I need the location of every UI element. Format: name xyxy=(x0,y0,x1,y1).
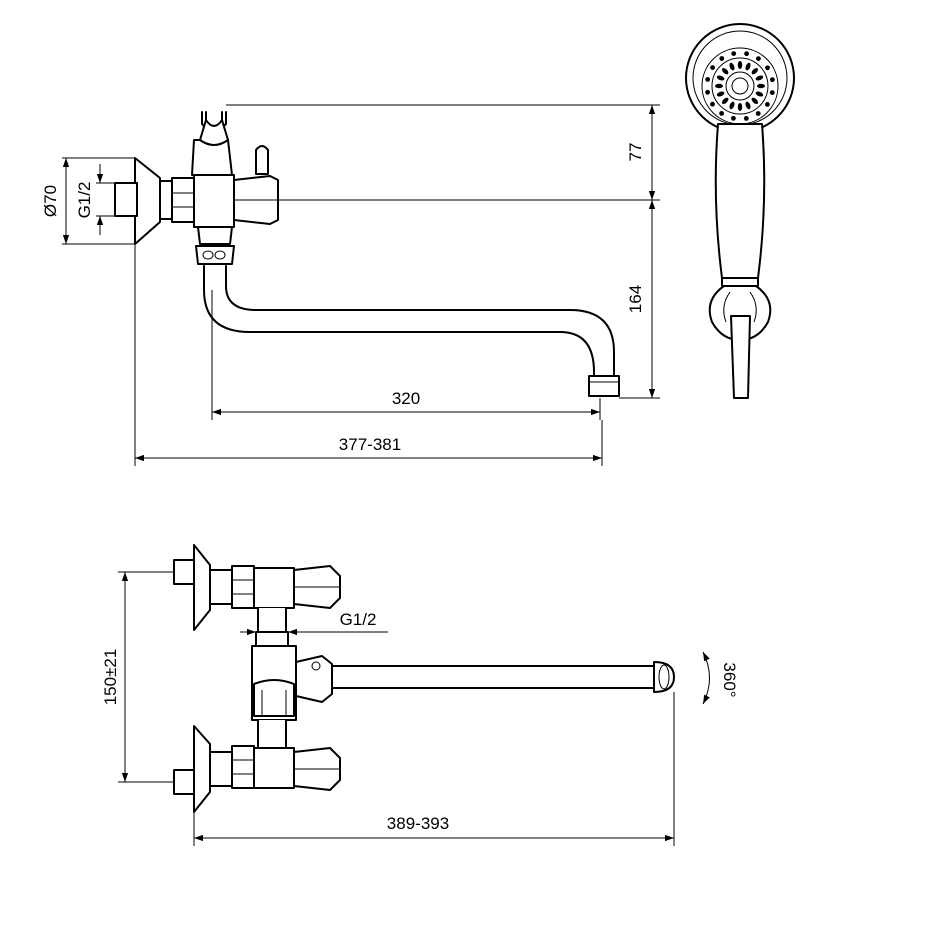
spray-nozzle xyxy=(745,101,751,110)
spray-nozzle xyxy=(769,90,775,95)
spray-nozzle xyxy=(743,116,749,121)
spray-nozzle xyxy=(705,77,711,82)
spray-nozzle xyxy=(716,75,725,81)
spray-nozzle xyxy=(751,67,759,75)
hand-shower xyxy=(685,23,795,399)
spray-nozzle xyxy=(716,91,725,97)
shower-head xyxy=(685,23,795,133)
side-view: Ø70 G1/2 77 164 320 377-381 xyxy=(41,104,660,466)
spray-nozzle xyxy=(729,62,735,71)
top-dimension-lines xyxy=(118,571,675,846)
total-length-label: 377-381 xyxy=(339,435,401,454)
spray-nozzle xyxy=(719,111,724,116)
spray-nozzle xyxy=(744,51,749,57)
spray-nozzle xyxy=(737,103,743,111)
spray-nozzle xyxy=(756,56,761,61)
spray-nozzle xyxy=(765,65,770,71)
spray-nozzle xyxy=(745,62,751,71)
spout xyxy=(203,265,620,397)
valve-handle xyxy=(233,145,279,225)
spray-nozzle xyxy=(715,83,723,89)
spray-nozzle xyxy=(770,77,775,83)
mixer-body xyxy=(191,111,235,228)
spout-reach-label: 320 xyxy=(392,389,420,408)
spray-nozzle xyxy=(755,111,761,116)
shower-holder xyxy=(708,285,772,399)
spray-nozzle xyxy=(710,65,715,70)
shower-handle xyxy=(714,123,766,287)
central-body xyxy=(251,608,333,749)
spray-nozzle xyxy=(710,101,715,107)
spray-nozzle xyxy=(755,75,764,81)
connection-thread-label: G1/2 xyxy=(340,610,377,629)
spray-nozzle xyxy=(731,51,737,56)
center-distance-label: 150±21 xyxy=(101,649,120,706)
top-offset-label: 77 xyxy=(626,143,645,162)
spray-nozzle xyxy=(721,67,729,75)
spout-height-label: 164 xyxy=(626,285,645,313)
connection-nut xyxy=(159,177,195,223)
top-total-length-label: 389-393 xyxy=(387,814,449,833)
rotation-arrow xyxy=(702,651,710,705)
top-view: 150±21 G1/2 389-393 360° xyxy=(101,544,739,846)
dimension-lines xyxy=(62,104,660,466)
spray-nozzle xyxy=(755,91,764,97)
spray-nozzle xyxy=(731,115,736,121)
rotation-label: 360° xyxy=(720,662,739,697)
upper-inlet xyxy=(173,544,341,631)
spray-nozzle xyxy=(751,97,759,105)
spray-nozzle xyxy=(757,83,765,89)
spray-nozzle xyxy=(721,97,729,105)
spray-nozzle xyxy=(705,89,710,95)
wall-flange xyxy=(114,157,161,245)
spray-nozzle xyxy=(719,56,725,61)
spray-nozzle xyxy=(729,101,735,110)
spray-nozzle xyxy=(737,61,743,69)
flange-diameter-label: Ø70 xyxy=(41,185,60,217)
spout-swivel xyxy=(195,226,235,265)
inlet-thread-label: G1/2 xyxy=(75,182,94,219)
spray-nozzles xyxy=(705,51,775,121)
spray-nozzle xyxy=(765,102,770,107)
lower-inlet xyxy=(173,725,341,813)
top-spout xyxy=(331,661,675,693)
